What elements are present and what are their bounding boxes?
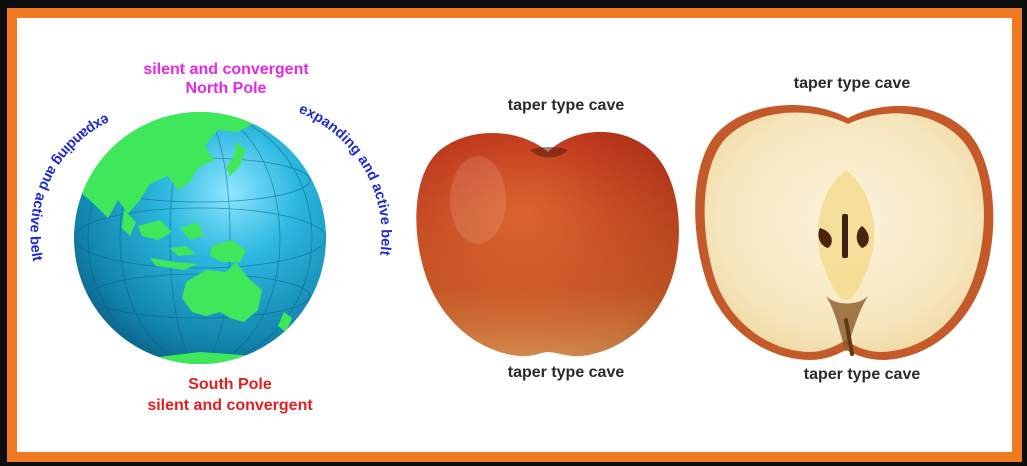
apple-highlight bbox=[450, 156, 506, 244]
south-pole-label: South Pole bbox=[188, 376, 272, 394]
north-pole-label: North Pole bbox=[186, 80, 267, 98]
apple-half-top-label: taper type cave bbox=[794, 75, 911, 93]
south-label-line2: silent and convergent bbox=[147, 397, 312, 415]
apple-whole-bottom-label: taper type cave bbox=[508, 364, 625, 382]
north-label-line1: silent and convergent bbox=[143, 61, 308, 79]
apple-whole-shade bbox=[416, 132, 679, 356]
apple-whole-illustration bbox=[416, 132, 679, 356]
apple-half-illustration bbox=[695, 105, 993, 360]
apple-whole-top-label: taper type cave bbox=[508, 97, 625, 115]
apple-core-slit bbox=[842, 214, 848, 258]
apple-half-bottom-label: taper type cave bbox=[804, 366, 921, 384]
